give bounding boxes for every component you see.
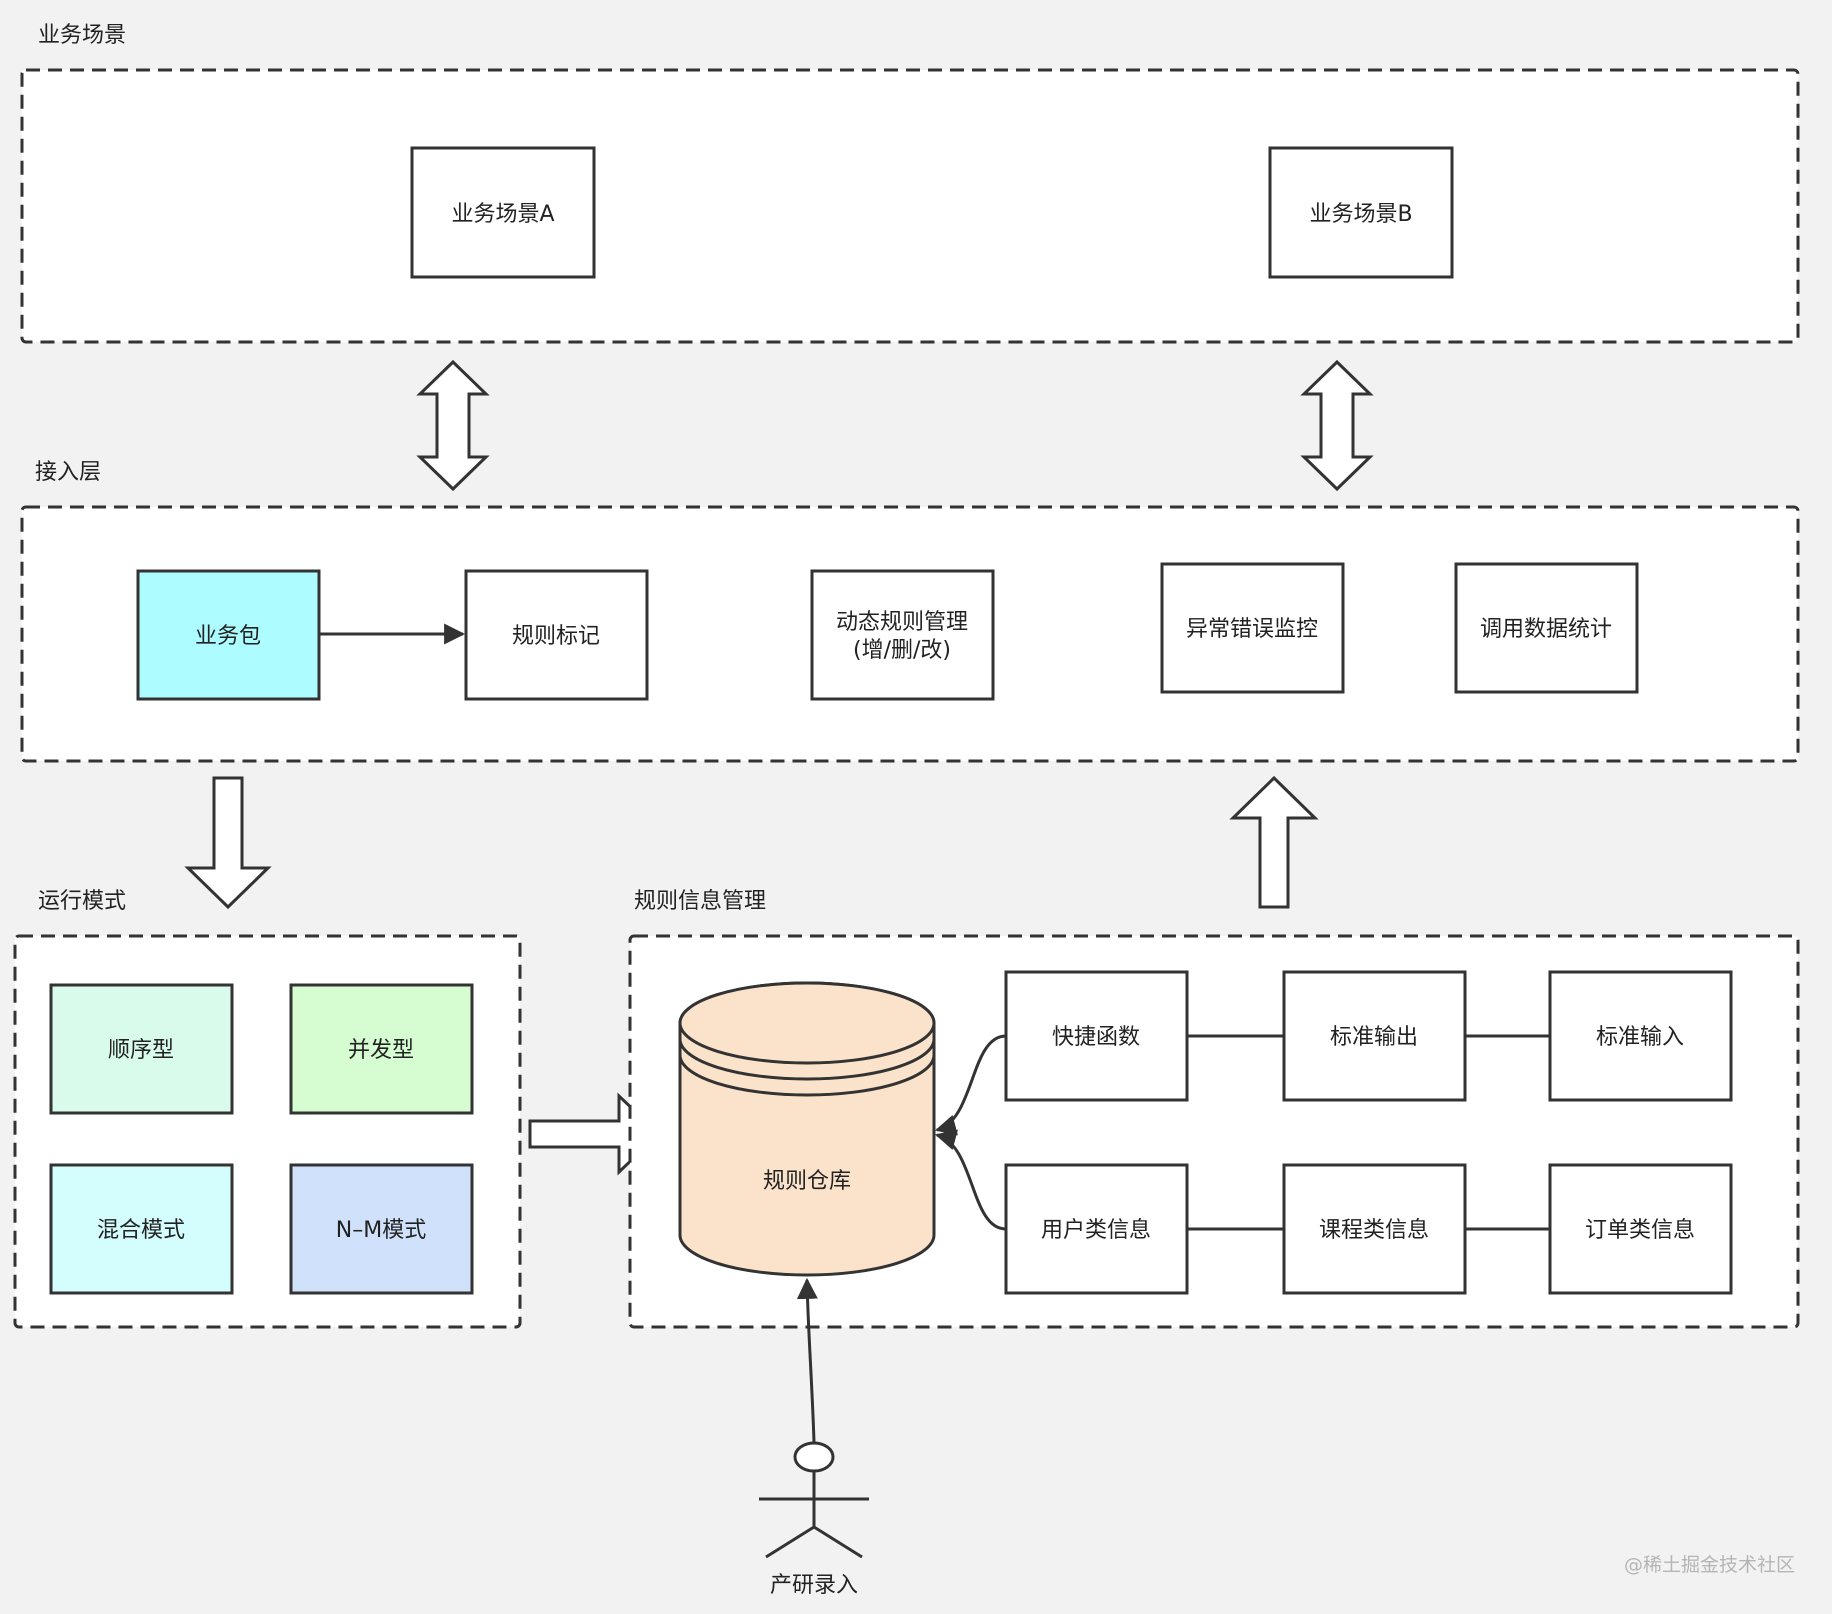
actor-label: 产研录入 xyxy=(770,1573,858,1598)
business-scene-container xyxy=(20,68,1800,344)
rule-repository-cylinder[interactable]: 规则仓库 xyxy=(678,981,936,1277)
order-info-box[interactable]: 订单类信息 xyxy=(1548,1163,1733,1295)
actor-to-repository-arrow-icon xyxy=(796,1277,818,1443)
section-label-business-scene: 业务场景 xyxy=(38,23,126,48)
section-label-run-mode: 运行模式 xyxy=(38,889,126,914)
shortcut-to-repository-arrow-icon xyxy=(934,1034,1007,1136)
watermark-text: @稀土掘金技术社区 xyxy=(1624,1554,1795,1576)
rule-repository-label: 规则仓库 xyxy=(763,1169,851,1194)
down-arrow-icon xyxy=(184,776,272,910)
scene-b-label: 业务场景B xyxy=(1309,202,1412,227)
standard-output-label: 标准输出 xyxy=(1330,1025,1418,1050)
call-stats-box[interactable]: 调用数据统计 xyxy=(1454,562,1639,694)
scene-a-box[interactable]: 业务场景A xyxy=(410,146,596,279)
concurrent-label: 并发型 xyxy=(348,1038,414,1063)
mixed-label: 混合模式 xyxy=(97,1218,185,1243)
error-monitor-box[interactable]: 异常错误监控 xyxy=(1160,562,1345,694)
actor-figure-icon xyxy=(759,1441,869,1559)
standard-output-box[interactable]: 标准输出 xyxy=(1282,970,1467,1102)
user-info-to-repository-arrow-icon xyxy=(934,1129,1007,1231)
dynamic-rule-mgmt-box[interactable]: 动态规则管理 (增/删/改) xyxy=(810,569,995,701)
sequential-box[interactable]: 顺序型 xyxy=(49,983,234,1115)
dynamic-rule-mgmt-label-line1: 动态规则管理 xyxy=(836,610,968,635)
rule-mark-label: 规则标记 xyxy=(512,624,600,649)
double-arrow-right-icon xyxy=(1300,359,1374,492)
shortcut-function-box[interactable]: 快捷函数 xyxy=(1004,970,1189,1102)
standard-input-box[interactable]: 标准输入 xyxy=(1548,970,1733,1102)
concurrent-box[interactable]: 并发型 xyxy=(289,983,474,1115)
section-label-rule-info-mgmt: 规则信息管理 xyxy=(634,889,766,914)
error-monitor-label: 异常错误监控 xyxy=(1186,617,1318,642)
course-info-label: 课程类信息 xyxy=(1319,1218,1429,1243)
order-info-label: 订单类信息 xyxy=(1585,1218,1695,1243)
scene-a-label: 业务场景A xyxy=(451,202,554,227)
n-m-box[interactable]: N–M模式 xyxy=(289,1163,474,1295)
sequential-label: 顺序型 xyxy=(108,1038,174,1063)
business-package-box[interactable]: 业务包 xyxy=(136,569,321,701)
call-stats-label: 调用数据统计 xyxy=(1480,617,1612,642)
scene-b-box[interactable]: 业务场景B xyxy=(1268,146,1454,279)
double-arrow-left-icon xyxy=(416,359,490,492)
up-arrow-icon xyxy=(1229,775,1319,909)
course-info-box[interactable]: 课程类信息 xyxy=(1282,1163,1467,1295)
user-info-box[interactable]: 用户类信息 xyxy=(1004,1163,1189,1295)
n-m-label: N–M模式 xyxy=(336,1218,426,1243)
rule-mark-box[interactable]: 规则标记 xyxy=(464,569,649,701)
section-label-access-layer: 接入层 xyxy=(35,460,101,485)
dynamic-rule-mgmt-label-line2: (增/删/改) xyxy=(853,638,951,663)
shortcut-function-label: 快捷函数 xyxy=(1052,1025,1140,1050)
mixed-box[interactable]: 混合模式 xyxy=(49,1163,234,1295)
standard-input-label: 标准输入 xyxy=(1596,1025,1684,1050)
business-package-label: 业务包 xyxy=(195,624,261,649)
user-info-label: 用户类信息 xyxy=(1041,1218,1151,1243)
